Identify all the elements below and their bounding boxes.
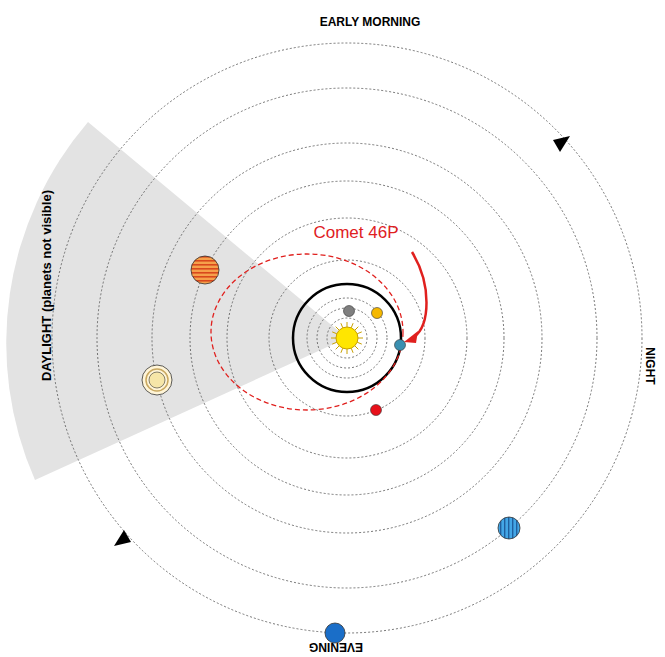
daylight-label: DAYLIGHT (planets not visible) [39,190,54,381]
comet-pointer-head [404,331,418,343]
comet-label: Comet 46P [313,223,398,243]
time-label: EARLY MORNING [320,15,421,29]
earth [395,340,406,351]
direction-arrow [114,530,131,546]
mercury [344,306,355,317]
time-label: NIGHT [643,347,657,384]
time-label: EVENING [309,640,363,654]
uranus [498,517,520,539]
comet-orbit [211,254,403,410]
sun [331,322,363,354]
earth-orbit [293,284,401,392]
comet-pointer [412,252,427,337]
direction-arrow [553,136,570,152]
mars [371,405,382,416]
daylight-wedge [6,122,347,480]
jupiter [191,256,219,284]
saturn [142,365,172,395]
venus [372,308,383,319]
orbit-lines [52,43,642,633]
